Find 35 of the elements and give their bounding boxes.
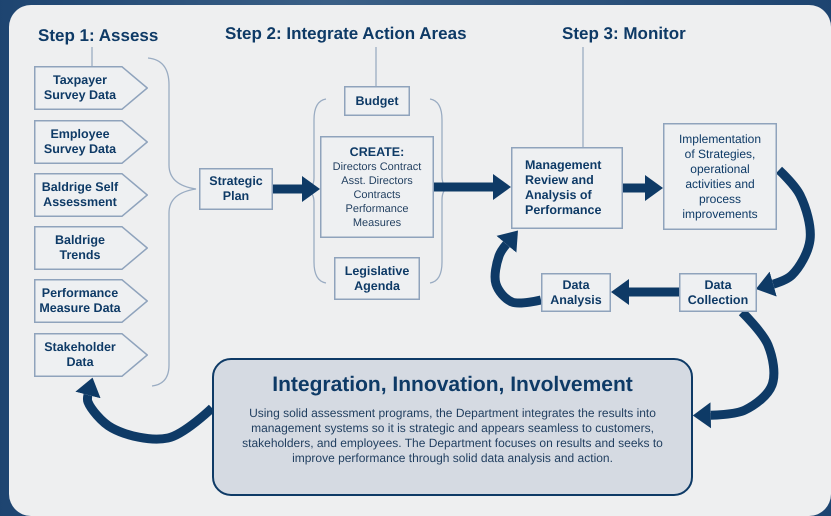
flow-arrow	[756, 166, 815, 297]
flow-arrow	[273, 176, 320, 202]
process-box	[541, 273, 611, 312]
panel-title: Integration, Innovation, Involvement	[272, 372, 633, 398]
node-label: Data Collection	[686, 278, 750, 308]
node-label: Implementation of Strategies, operational activities and process improvements	[678, 132, 762, 222]
node-label: Data Analysis	[549, 278, 603, 308]
node-label: Legislative Agenda	[344, 264, 410, 294]
process-box	[199, 168, 273, 210]
node-label: Employee Survey Data	[42, 127, 118, 157]
node-label: Strategic Plan	[208, 174, 264, 204]
step-heading: Step 1: Assess	[38, 26, 158, 46]
process-box	[679, 273, 757, 312]
node-label: Taxpayer Survey Data	[42, 73, 118, 103]
flow-arrow	[623, 175, 663, 201]
flow-arrow	[490, 230, 542, 308]
panel-text: Using solid assessment programs, the Department integrates the results into management systems so it is strategic and appears seamless to customers, stakeholders, and employees. The Department focuses on results and seeks to improve performance through solid data analysis and action.	[241, 406, 664, 466]
node-label: Stakeholder Data	[43, 340, 117, 370]
process-box	[344, 86, 410, 116]
node-label: Management Review and Analysis of Performance	[525, 158, 602, 218]
node-label: Budget	[355, 94, 399, 108]
contract-list: Directors Contract Asst. Directors Contracts Performance Measures	[322, 160, 432, 230]
flow-arrow	[611, 279, 679, 305]
process-box	[663, 123, 777, 230]
node-label: Baldrige Trends	[54, 233, 106, 263]
create-heading: CREATE:	[350, 144, 404, 160]
node-label: Performance Measure Data	[38, 286, 122, 316]
step-heading: Step 3: Monitor	[562, 24, 686, 44]
flow-arrow	[434, 174, 511, 200]
process-box	[320, 136, 434, 238]
process-box	[334, 257, 420, 300]
node-label: Baldrige Self Assessment	[40, 180, 120, 210]
step-heading: Step 2: Integrate Action Areas	[225, 24, 467, 44]
summary-panel	[212, 358, 693, 496]
process-box	[511, 147, 623, 229]
